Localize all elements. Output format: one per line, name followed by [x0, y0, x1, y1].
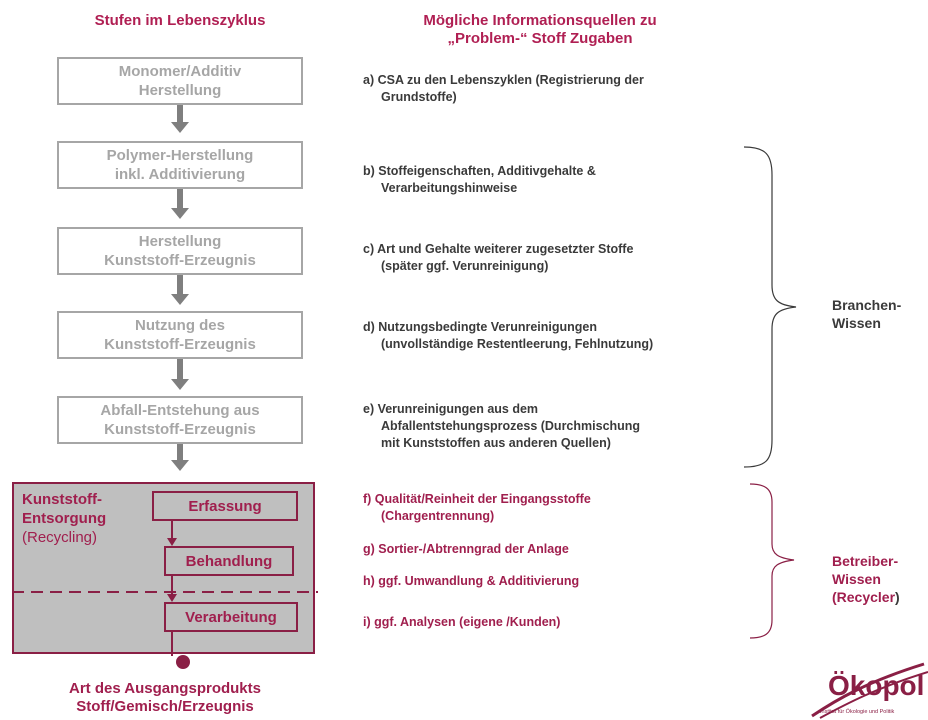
stage-label: Kunststoff-Erzeugnis: [104, 336, 256, 353]
source-text: mit Kunststoffen aus anderen Quellen): [381, 436, 611, 450]
stage-monomer: Monomer/Additiv Herstellung: [57, 57, 303, 105]
source-text: Grundstoffe): [381, 90, 457, 104]
source-text: (unvollständige Restentleerung, Fehlnutz…: [381, 337, 654, 351]
source-f: f) Qualität/Reinheit der Eingangsstoffe …: [363, 491, 591, 525]
source-text: g) Sortier-/Abtrenngrad der Anlage: [363, 542, 569, 556]
stage-nutzung: Nutzung des Kunststoff-Erzeugnis: [57, 311, 303, 359]
stage-label: Monomer/Additiv: [118, 63, 242, 80]
source-text: h) ggf. Umwandlung & Additivierung: [363, 574, 580, 588]
flow-arrow: [171, 105, 189, 133]
sources-header-line2: „Problem-“ Stoff Zugaben: [447, 30, 633, 47]
source-text: Verarbeitungshinweise: [381, 181, 518, 195]
disposal-title: Kunststoff- Entsorgung (Recycling): [22, 490, 106, 547]
source-d: d) Nutzungsbedingte Verunreinigungen (un…: [363, 319, 653, 353]
source-text: (Chargentrennung): [381, 509, 495, 523]
source-g: g) Sortier-/Abtrenngrad der Anlage: [363, 541, 569, 558]
stage-label: Kunststoff-Erzeugnis: [104, 421, 256, 438]
source-a: a) CSA zu den Lebenszyklen (Registrierun…: [363, 72, 644, 106]
branchen-line1: Branchen-: [832, 297, 902, 313]
source-text: Abfallentstehungsprozess (Durchmischung: [381, 419, 641, 433]
branchen-brace: [743, 146, 797, 468]
source-text: c) Art und Gehalte weiterer zugesetzter …: [363, 242, 634, 256]
betreiber-line2: Wissen: [832, 571, 881, 587]
flow-arrow: [171, 275, 189, 305]
flow-arrow: [171, 444, 189, 471]
branchen-line2: Wissen: [832, 315, 881, 331]
step-behandlung: Behandlung: [164, 546, 294, 576]
logo-subtext: Institut für Ökologie und Politik: [820, 709, 895, 715]
stage-label: Herstellung: [138, 82, 222, 99]
source-b: b) Stoffeigenschaften, Additivgehalte & …: [363, 163, 596, 197]
betreiber-line1: Betreiber-: [832, 553, 899, 569]
output-product-label: Art des Ausgangsprodukts Stoff/Gemisch/E…: [40, 680, 290, 716]
step-verarbeitung: Verarbeitung: [164, 602, 298, 632]
stage-label: Herstellung: [138, 233, 222, 250]
logo-swoosh-icon: [811, 662, 928, 719]
source-text: i) ggf. Analysen (eigene /Kunden): [363, 615, 561, 629]
stage-herstellung: Herstellung Kunststoff-Erzeugnis: [57, 227, 303, 275]
branchen-wissen-label: Branchen- Wissen: [832, 296, 901, 332]
stage-polymer: Polymer-Herstellung inkl. Additivierung: [57, 141, 303, 189]
source-text: e) Verunreinigungen aus dem: [363, 402, 539, 416]
source-text: d) Nutzungsbedingte Verunreinigungen: [363, 320, 598, 334]
sources-header-line1: Mögliche Informationsquellen zu: [423, 12, 657, 29]
source-text: a) CSA zu den Lebenszyklen (Registrierun…: [363, 73, 644, 87]
betreiber-brace: [749, 483, 795, 639]
disposal-subtitle: (Recycling): [22, 529, 98, 546]
disposal-title-line1: Kunststoff-: [22, 491, 102, 508]
flow-arrow: [171, 189, 189, 219]
step-erfassung: Erfassung: [152, 491, 298, 521]
source-e: e) Verunreinigungen aus dem Abfallentste…: [363, 401, 640, 452]
flow-arrow: [171, 359, 189, 390]
oekopol-logo: Ökopol Institut für Ökologie und Politik: [806, 660, 928, 720]
stage-label: Abfall-Entstehung aus: [100, 402, 260, 419]
lifecycle-header: Stufen im Lebenszyklus: [94, 12, 266, 29]
stage-abfall: Abfall-Entstehung aus Kunststoff-Erzeugn…: [57, 396, 303, 444]
betreiber-line3: (Recycler: [832, 589, 896, 605]
disposal-title-line2: Entsorgung: [22, 510, 107, 527]
betreiber-line3-tail: ): [895, 589, 900, 605]
output-line1: Art des Ausgangsprodukts: [69, 680, 261, 697]
output-line2: Stoff/Gemisch/Erzeugnis: [76, 698, 254, 715]
disposal-panel: Kunststoff- Entsorgung (Recycling): [12, 482, 315, 654]
source-i: i) ggf. Analysen (eigene /Kunden): [363, 614, 560, 631]
source-h: h) ggf. Umwandlung & Additivierung: [363, 573, 579, 590]
stage-label: Polymer-Herstellung: [106, 147, 254, 164]
source-text: f) Qualität/Reinheit der Eingangsstoffe: [363, 492, 591, 506]
source-c: c) Art und Gehalte weiterer zugesetzter …: [363, 241, 633, 275]
source-text: b) Stoffeigenschaften, Additivgehalte &: [363, 164, 596, 178]
sources-header: Mögliche Informationsquellen zu „Problem…: [390, 12, 690, 48]
source-text: (später ggf. Verunreinigung): [381, 259, 549, 273]
betreiber-wissen-label: Betreiber- Wissen (Recycler): [832, 552, 900, 606]
stage-label: Nutzung des: [135, 317, 225, 334]
logo-text: Ökopol: [828, 670, 925, 701]
stage-label: Kunststoff-Erzeugnis: [104, 252, 256, 269]
stage-label: inkl. Additivierung: [114, 166, 246, 183]
